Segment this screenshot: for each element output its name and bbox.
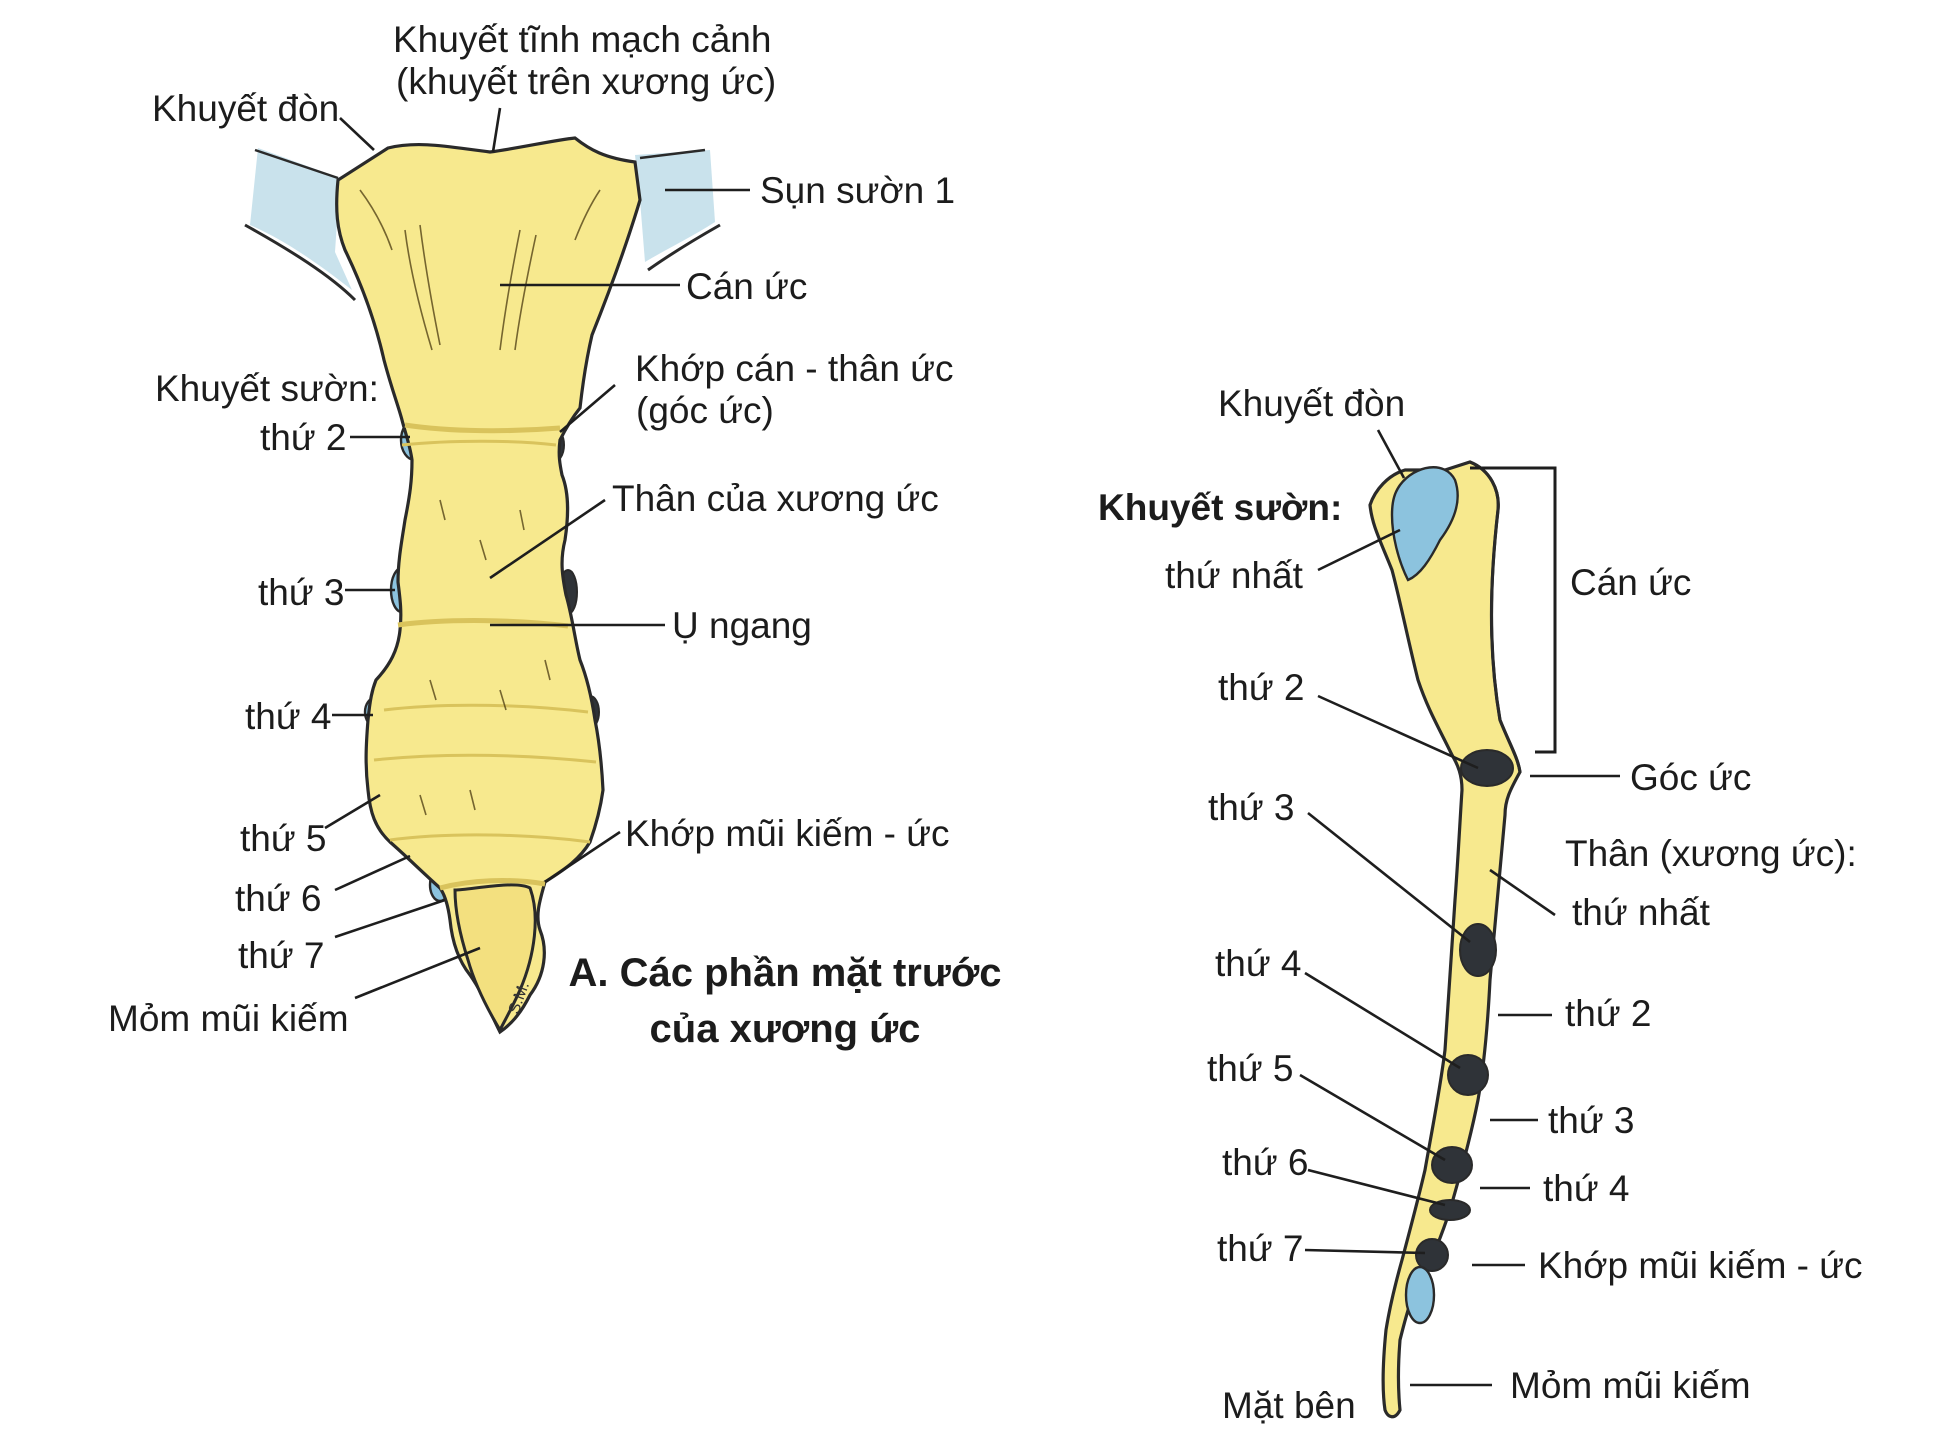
lateral-notch-7 — [1415, 1238, 1449, 1272]
label-lateral-notch-1: thứ nhất — [1165, 555, 1303, 596]
label-jugular-notch-line1: Khuyết tĩnh mạch cảnh — [393, 19, 772, 60]
label-anterior-notch-3: thứ 3 — [258, 572, 345, 613]
anterior-caption: A. Các phần mặt trước của xương ức — [560, 945, 1010, 1057]
label-body-segment-4: thứ 4 — [1543, 1168, 1630, 1209]
label-sternal-angle: Góc ức — [1630, 757, 1752, 798]
label-anterior-notch-2: thứ 2 — [260, 417, 347, 458]
label-lateral-notch-7: thứ 7 — [1217, 1228, 1304, 1269]
label-first-rib-cartilage: Sụn sườn 1 — [760, 170, 956, 211]
leader-lines — [324, 107, 1620, 1387]
first-rib-cartilage-left — [250, 148, 352, 290]
label-clavicular-notch-lateral: Khuyết đòn — [1218, 383, 1406, 424]
lateral-notch-5 — [1431, 1146, 1473, 1184]
label-manubrium-lateral: Cán ức — [1570, 562, 1692, 603]
label-anterior-notch-7: thứ 7 — [238, 935, 325, 976]
label-manubriosternal-joint-line1: Khớp cán - thân ức — [635, 348, 954, 389]
anterior-caption-line2: của xương ức — [649, 1007, 921, 1051]
lateral-xiphoid-cartilage — [1404, 1265, 1436, 1325]
lateral-clavicular-notch — [1390, 466, 1459, 582]
lateral-notch-2 — [1460, 749, 1514, 787]
label-costal-notches-lateral: Khuyết sườn: — [1098, 487, 1343, 528]
label-body-segment-3: thứ 3 — [1548, 1100, 1635, 1141]
label-manubriosternal-joint-line2: (góc ức) — [636, 390, 774, 431]
lateral-view-figure — [1368, 460, 1557, 1419]
label-costal-notches-anterior: Khuyết sườn: — [155, 368, 379, 409]
label-transverse-ridge: Ụ ngang — [672, 605, 812, 646]
lateral-sternum-bone — [1368, 460, 1522, 1419]
label-xiphoid-anterior: Mỏm mũi kiếm — [108, 998, 349, 1039]
label-lateral-notch-3: thứ 3 — [1208, 787, 1295, 828]
anterior-caption-line1: A. Các phần mặt trước — [568, 951, 1002, 995]
label-xiphisternal-joint-lateral: Khớp mũi kiếm - ức — [1538, 1245, 1863, 1286]
label-anterior-notch-6: thứ 6 — [235, 878, 322, 919]
label-manubrium-anterior: Cán ức — [686, 266, 808, 307]
first-rib-cartilage-right — [635, 150, 715, 262]
lateral-notch-4 — [1447, 1054, 1489, 1096]
label-sternal-body-anterior: Thân của xương ức — [612, 478, 939, 519]
label-lateral-notch-5: thứ 5 — [1207, 1048, 1294, 1089]
label-jugular-notch-line2: (khuyết trên xương ức) — [396, 61, 777, 102]
label-lateral-notch-4: thứ 4 — [1215, 943, 1302, 984]
label-sternal-body-lateral: Thân (xương ức): — [1565, 833, 1857, 874]
label-clavicular-notch-anterior: Khuyết đòn — [152, 88, 340, 129]
label-lateral-notch-2: thứ 2 — [1218, 667, 1305, 708]
lateral-notch-3 — [1459, 923, 1497, 977]
label-body-segment-1: thứ nhất — [1572, 892, 1710, 933]
manubrium-bracket — [1470, 466, 1557, 754]
label-anterior-notch-5: thứ 5 — [240, 818, 327, 859]
lateral-caption: Mặt bên — [1222, 1385, 1356, 1426]
anterior-sternum-bone — [335, 136, 642, 1035]
label-xiphoid-lateral: Mỏm mũi kiếm — [1510, 1365, 1751, 1406]
label-xiphisternal-joint-anterior: Khớp mũi kiếm - ức — [625, 813, 950, 854]
label-anterior-notch-4: thứ 4 — [245, 696, 332, 737]
label-lateral-notch-6: thứ 6 — [1222, 1142, 1309, 1183]
label-body-segment-2: thứ 2 — [1565, 993, 1652, 1034]
